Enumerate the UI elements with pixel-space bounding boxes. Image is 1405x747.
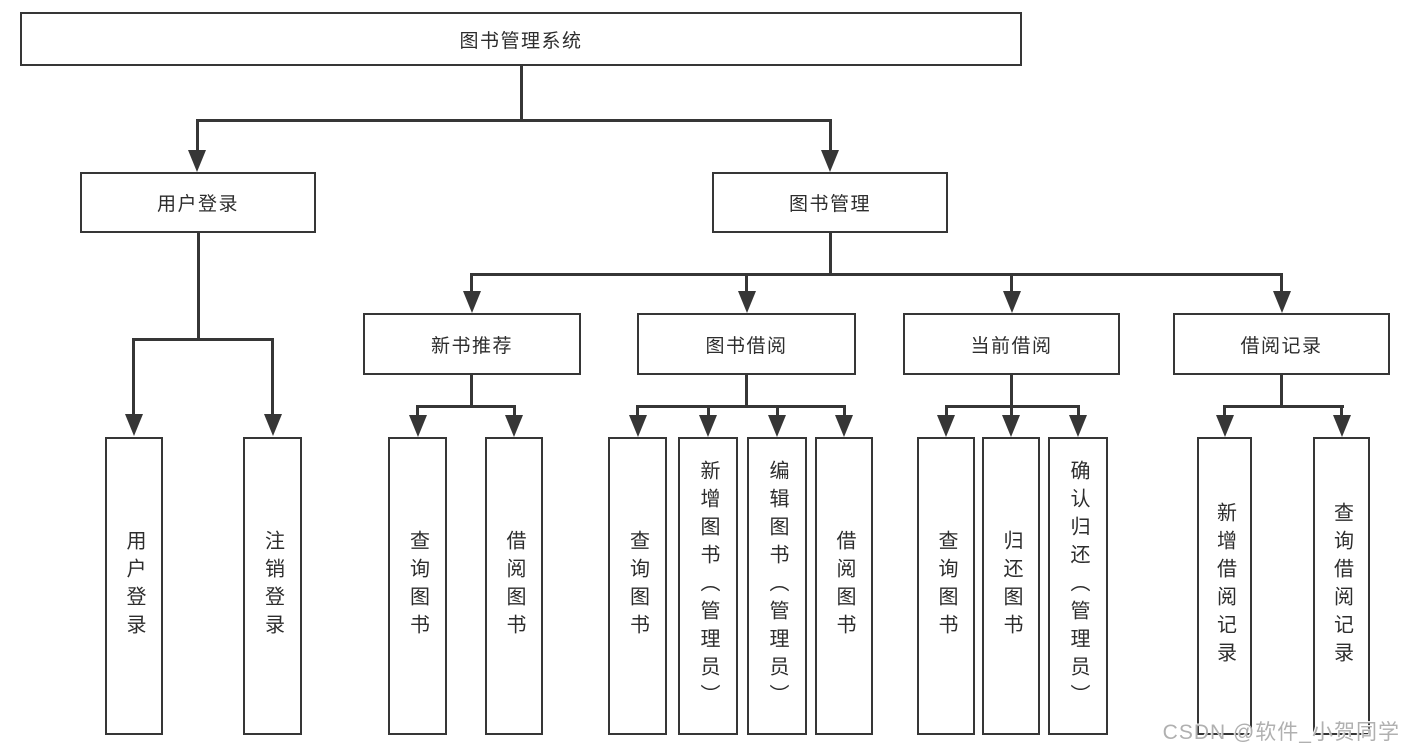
arrowhead-down-icon	[125, 414, 143, 436]
leaf-recommend-query-books: 查询图书	[388, 437, 447, 735]
arrowhead-down-icon	[505, 415, 523, 437]
leaf-borrowing-edit-books-admin: 编辑图书（管理员）	[747, 437, 807, 735]
leaf-logout: 注销登录	[243, 437, 302, 735]
connector-line	[945, 405, 948, 417]
leaf-current-return-books: 归还图书	[982, 437, 1040, 735]
leaf-records-query-record: 查询借阅记录	[1313, 437, 1370, 735]
connector-line	[843, 405, 846, 417]
leaf-user-login: 用户登录	[105, 437, 163, 735]
leaf-label: 新增图书（管理员）	[697, 460, 719, 712]
arrowhead-down-icon	[821, 150, 839, 172]
arrowhead-down-icon	[768, 415, 786, 437]
leaf-label: 新增借阅记录	[1213, 502, 1236, 670]
connector-line	[1010, 405, 1013, 417]
csdn-watermark: CSDN @软件_小贺同学	[1162, 721, 1400, 744]
connector-line	[513, 405, 516, 417]
connector-line	[470, 375, 473, 407]
connector-line	[470, 273, 1282, 276]
leaf-label: 确认归还（管理员）	[1067, 460, 1089, 712]
leaf-borrowing-add-books-admin: 新增图书（管理员）	[678, 437, 738, 735]
connector-line	[520, 66, 523, 119]
connector-line	[196, 119, 831, 122]
arrowhead-down-icon	[699, 415, 717, 437]
connector-line	[1223, 405, 1344, 408]
arrowhead-down-icon	[629, 415, 647, 437]
connector-line	[1077, 405, 1080, 417]
node-label: 借阅记录	[1240, 335, 1323, 357]
connector-line	[829, 233, 832, 273]
arrowhead-down-icon	[1002, 415, 1020, 437]
connector-line	[1223, 405, 1226, 417]
arrowhead-down-icon	[835, 415, 853, 437]
arrowhead-down-icon	[1216, 415, 1234, 437]
node-label: 新书推荐	[430, 335, 513, 357]
arrowhead-down-icon	[1003, 291, 1021, 313]
arrowhead-down-icon	[463, 291, 481, 313]
node-label: 图书管理	[788, 194, 871, 215]
leaf-label: 借阅图书	[833, 530, 855, 642]
connector-line	[636, 405, 846, 408]
node-book-management: 图书管理	[712, 172, 948, 233]
node-label: 当前借阅	[970, 335, 1053, 357]
connector-line	[1280, 375, 1283, 407]
leaf-label: 借阅图书	[503, 530, 525, 642]
arrowhead-down-icon	[1333, 415, 1351, 437]
leaf-label: 编辑图书（管理员）	[766, 460, 788, 712]
connector-line	[132, 338, 135, 417]
leaf-recommend-borrow-books: 借阅图书	[485, 437, 543, 735]
node-label: 图书管理系统	[459, 30, 583, 52]
node-library-management-system: 图书管理系统	[20, 12, 1022, 66]
leaf-current-confirm-return-admin: 确认归还（管理员）	[1048, 437, 1108, 735]
leaf-label: 查询图书	[406, 530, 429, 642]
leaf-label: 注销登录	[261, 530, 284, 642]
node-borrow-records: 借阅记录	[1173, 313, 1390, 375]
connector-line	[945, 405, 1080, 408]
leaf-label: 查询图书	[626, 530, 649, 642]
node-user-login: 用户登录	[80, 172, 316, 233]
node-book-borrowing: 图书借阅	[637, 313, 856, 375]
connector-line	[132, 338, 273, 341]
arrowhead-down-icon	[188, 150, 206, 172]
leaf-label: 用户登录	[123, 530, 145, 642]
arrowhead-down-icon	[264, 414, 282, 436]
arrowhead-down-icon	[738, 291, 756, 313]
leaf-borrowing-borrow-books: 借阅图书	[815, 437, 873, 735]
node-label: 图书借阅	[705, 335, 788, 357]
connector-line	[416, 405, 419, 417]
arrowhead-down-icon	[1273, 291, 1291, 313]
connector-line	[197, 233, 200, 338]
leaf-records-add-record: 新增借阅记录	[1197, 437, 1252, 735]
connector-line	[776, 405, 779, 417]
connector-line	[707, 405, 710, 417]
leaf-label: 归还图书	[1000, 530, 1022, 642]
connector-line	[196, 119, 199, 152]
leaf-label: 查询图书	[935, 530, 957, 642]
connector-line	[1010, 273, 1013, 293]
connector-line	[745, 273, 748, 293]
leaf-current-query-books: 查询图书	[917, 437, 975, 735]
connector-line	[1340, 405, 1343, 417]
connector-line	[1280, 273, 1283, 293]
connector-line	[829, 119, 832, 152]
connector-line	[745, 375, 748, 407]
connector-line	[636, 405, 639, 417]
leaf-label: 查询借阅记录	[1330, 502, 1353, 670]
arrowhead-down-icon	[937, 415, 955, 437]
connector-line	[416, 405, 516, 408]
connector-line	[1010, 375, 1013, 407]
connector-line	[271, 338, 274, 417]
arrowhead-down-icon	[409, 415, 427, 437]
node-current-borrowing: 当前借阅	[903, 313, 1120, 375]
node-label: 用户登录	[156, 194, 239, 215]
arrowhead-down-icon	[1069, 415, 1087, 437]
leaf-borrowing-query-books: 查询图书	[608, 437, 667, 735]
connector-line	[470, 273, 473, 293]
node-new-book-recommend: 新书推荐	[363, 313, 581, 375]
